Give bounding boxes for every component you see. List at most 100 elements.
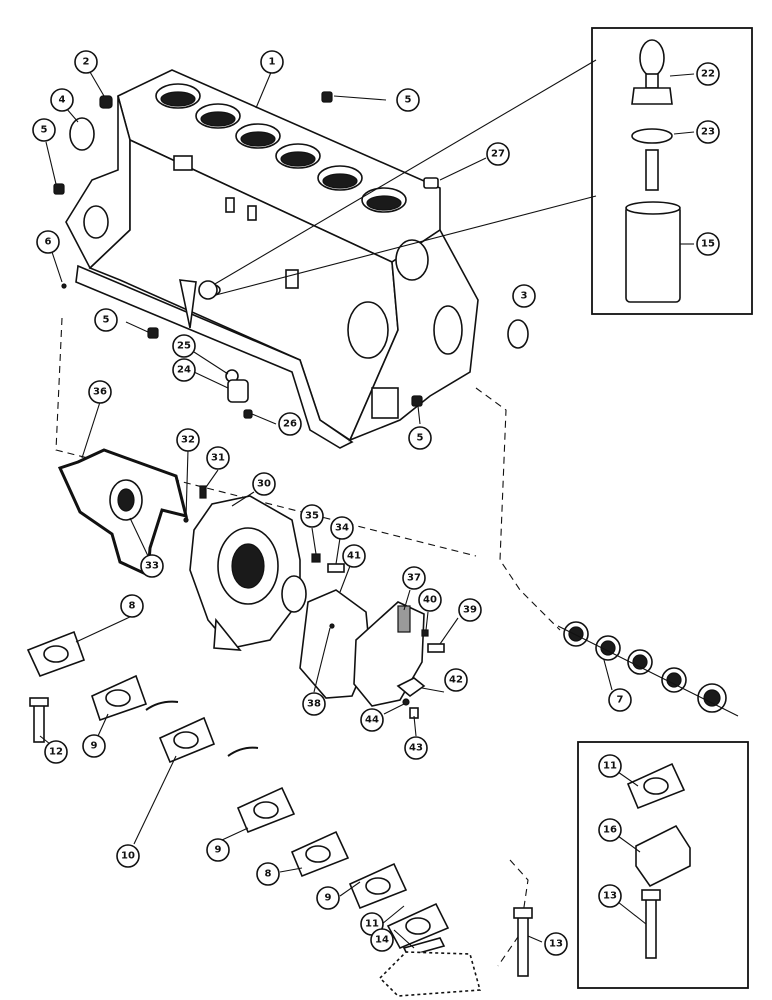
callout-36-label: 36	[93, 387, 107, 398]
fitting-27	[423, 177, 439, 189]
callout-4-label: 4	[59, 95, 66, 106]
washer-44	[402, 698, 410, 706]
callout-27-label: 27	[491, 149, 505, 160]
callout-9c-label: 9	[325, 893, 332, 904]
dipstick-parts	[625, 39, 681, 303]
callout-35: 35	[300, 504, 324, 528]
plug-2	[99, 95, 113, 109]
callout-44-label: 44	[365, 715, 379, 726]
callout-30: 30	[252, 472, 276, 496]
plug-5b	[321, 91, 333, 103]
inset-bearing-cap-parts	[626, 762, 691, 959]
callout-9a: 9	[82, 734, 106, 758]
callout-3-label: 3	[521, 291, 528, 302]
callout-43: 43	[404, 736, 428, 760]
cap-4	[69, 117, 95, 151]
dipstick-tube-leader-2	[211, 195, 597, 297]
callout-25: 25	[172, 334, 196, 358]
callout-5b-label: 5	[405, 95, 412, 106]
callout-5b: 5	[396, 88, 420, 112]
callout-9b: 9	[206, 838, 230, 862]
callout-7-label: 7	[617, 695, 624, 706]
plug-5a	[53, 183, 65, 195]
callout-41: 41	[342, 544, 366, 568]
engine-block	[65, 69, 479, 449]
inset-frame-dipstick	[591, 27, 753, 315]
callout-5d: 5	[408, 426, 432, 450]
callout-11a-label: 11	[365, 919, 379, 930]
callout-40-label: 40	[423, 595, 437, 606]
bushing-3	[507, 319, 529, 349]
callout-41-label: 41	[347, 551, 361, 562]
callout-38-label: 38	[307, 699, 321, 710]
callout-32-label: 32	[181, 435, 195, 446]
callout-5a-label: 5	[41, 125, 48, 136]
leader-lines	[39, 69, 695, 949]
callout-7: 7	[608, 688, 632, 712]
callout-9b-label: 9	[215, 845, 222, 856]
callout-23-label: 23	[701, 127, 715, 138]
callout-42-label: 42	[449, 675, 463, 686]
callout-6-label: 6	[45, 237, 52, 248]
callout-26: 26	[278, 412, 302, 436]
callout-35-label: 35	[305, 511, 319, 522]
callout-8b-label: 8	[265, 869, 272, 880]
callout-15-label: 15	[701, 239, 715, 250]
callout-1: 1	[260, 50, 284, 74]
callout-25-label: 25	[177, 341, 191, 352]
callout-40: 40	[418, 588, 442, 612]
callout-39: 39	[458, 598, 482, 622]
callout-33-label: 33	[145, 561, 159, 572]
sleeve-24	[227, 379, 249, 403]
callout-9c: 9	[316, 886, 340, 910]
bearing-caps	[26, 630, 482, 997]
callout-5c-label: 5	[103, 315, 110, 326]
callout-27: 27	[486, 142, 510, 166]
callout-26-label: 26	[283, 419, 297, 430]
washer-40	[421, 629, 429, 637]
callout-14: 14	[370, 928, 394, 952]
plug-5d	[411, 395, 423, 407]
pin-6	[61, 283, 67, 289]
callout-23: 23	[696, 120, 720, 144]
callout-31: 31	[206, 446, 230, 470]
callout-5d-label: 5	[417, 433, 424, 444]
inset-frame-bearing-cap	[577, 741, 749, 989]
callout-12: 12	[44, 740, 68, 764]
callout-15: 15	[696, 232, 720, 256]
callout-37-label: 37	[407, 573, 421, 584]
washer-35	[311, 553, 321, 563]
callout-8b: 8	[256, 862, 280, 886]
callout-43-label: 43	[409, 743, 423, 754]
callout-34-label: 34	[335, 523, 349, 534]
bolt-39	[427, 643, 445, 653]
callout-14-label: 14	[375, 935, 389, 946]
callout-44: 44	[360, 708, 384, 732]
callout-4: 4	[50, 88, 74, 112]
dowel-31	[199, 485, 207, 499]
callout-42: 42	[444, 668, 468, 692]
dipstick-hole	[198, 280, 218, 300]
callout-39-label: 39	[463, 605, 477, 616]
callout-5a: 5	[32, 118, 56, 142]
bolt-34	[327, 563, 345, 573]
callout-8a-label: 8	[129, 601, 136, 612]
callout-12-label: 12	[49, 747, 63, 758]
callout-13b-label: 13	[603, 891, 617, 902]
callout-37: 37	[402, 566, 426, 590]
callout-32: 32	[176, 428, 200, 452]
callout-3: 3	[512, 284, 536, 308]
callout-16: 16	[598, 818, 622, 842]
callout-22: 22	[696, 62, 720, 86]
callout-5c: 5	[94, 308, 118, 332]
callout-11b: 11	[598, 754, 622, 778]
callout-34: 34	[330, 516, 354, 540]
bracket-42	[396, 677, 426, 698]
plug-26	[243, 409, 253, 419]
pin-32	[183, 517, 189, 523]
callout-33: 33	[140, 554, 164, 578]
callout-10-label: 10	[121, 851, 135, 862]
callout-10: 10	[116, 844, 140, 868]
assembly-line-right	[475, 387, 561, 631]
